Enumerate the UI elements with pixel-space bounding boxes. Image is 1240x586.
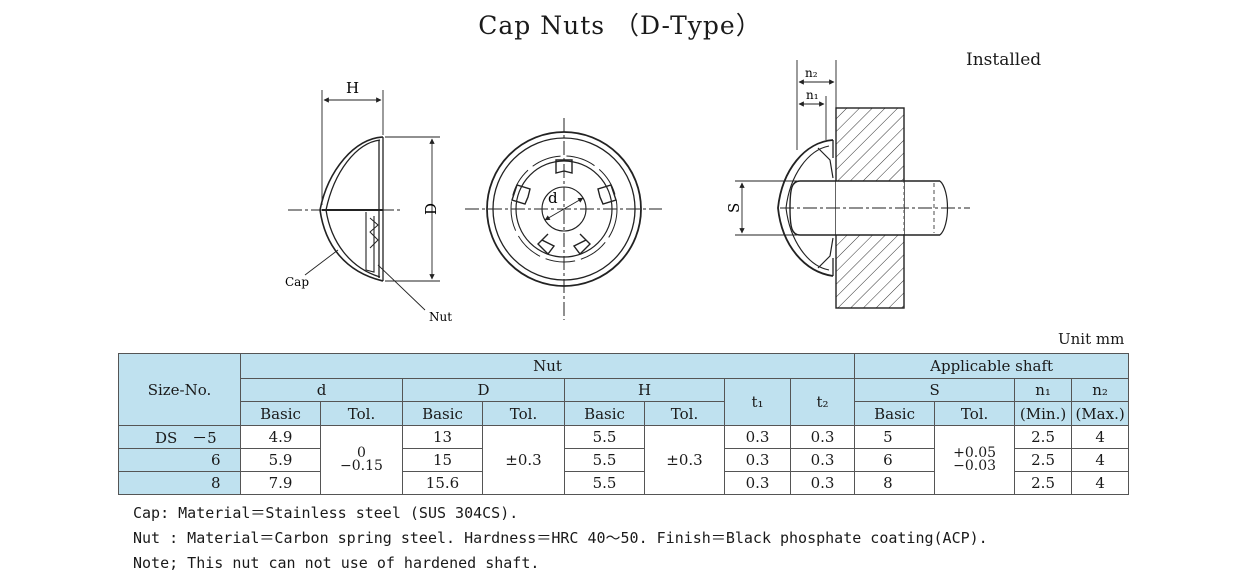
cell-S: 5 <box>854 425 936 449</box>
label-H: H <box>346 79 359 97</box>
cell-n2: 4 <box>1071 425 1130 449</box>
col-t1: t₁ <box>724 378 791 426</box>
cell-S: 8 <box>854 471 936 495</box>
size-no: 6 <box>118 448 241 472</box>
size-no: －5 <box>192 428 217 447</box>
label-n1: n₁ <box>806 88 819 102</box>
tol-D: Tol. <box>482 401 565 426</box>
side-view <box>288 90 440 311</box>
tol-D-value: ±0.3 <box>482 425 565 495</box>
cell-t2: 0.3 <box>789 448 856 472</box>
tol-d-value: 0−0.15 <box>320 425 403 495</box>
nut-header: Nut <box>239 353 856 379</box>
cell-H: 5.5 <box>564 471 645 495</box>
cell-d: 4.9 <box>240 425 321 449</box>
cell-d: 5.9 <box>240 448 321 472</box>
col-n2: n₂ <box>1071 378 1130 402</box>
cell-D: 13 <box>402 425 483 449</box>
unit-label: Unit mm <box>1058 330 1125 348</box>
col-S: S <box>854 378 1016 402</box>
note-nut: Nut : Material＝Carbon spring steel. Hard… <box>133 529 988 547</box>
cell-H: 5.5 <box>564 425 645 449</box>
tol-H: Tol. <box>644 401 725 426</box>
label-nut: Nut <box>429 310 452 324</box>
col-d: d <box>240 378 403 402</box>
col-t2: t₂ <box>789 378 856 426</box>
col-H: H <box>564 378 725 402</box>
cell-t1: 0.3 <box>724 448 791 472</box>
label-cap: Cap <box>285 275 309 289</box>
shaft-header: Applicable shaft <box>854 353 1130 379</box>
basic-S: Basic <box>854 401 936 426</box>
table-row: 8 7.9 15.6 5.5 0.3 0.3 8 2.5 4 <box>118 471 1130 495</box>
cell-n1: 2.5 <box>1014 448 1073 472</box>
cell-t1: 0.3 <box>724 425 791 449</box>
label-n2: n₂ <box>805 66 818 80</box>
tol-d: Tol. <box>320 401 403 426</box>
n1-min: (Min.) <box>1014 401 1073 426</box>
page-title: Cap Nuts （D-Type） <box>478 11 762 40</box>
installed-view <box>735 60 970 309</box>
installed-label: Installed <box>966 50 1042 70</box>
cell-H: 5.5 <box>564 448 645 472</box>
col-n1: n₁ <box>1014 378 1073 402</box>
cell-S: 6 <box>854 448 936 472</box>
cell-n1: 2.5 <box>1014 471 1073 495</box>
tol-H-value: ±0.3 <box>644 425 725 495</box>
table-row: DS －5 4.9 0−0.15 13 ±0.3 5.5 ±0.3 0.3 0.… <box>118 425 1130 495</box>
cell-t2: 0.3 <box>789 471 856 495</box>
size-no: 8 <box>118 471 241 495</box>
front-view <box>465 118 662 320</box>
label-D: D <box>422 203 440 215</box>
basic-d: Basic <box>240 401 321 426</box>
size-header: Size-No. <box>118 353 241 426</box>
cell-n1: 2.5 <box>1014 425 1073 449</box>
size-prefix: DS <box>155 428 178 447</box>
cell-d: 7.9 <box>240 471 321 495</box>
note-cap: Cap: Material＝Stainless steel (SUS 304CS… <box>133 504 519 522</box>
tol-S: Tol. <box>934 401 1016 426</box>
label-S: S <box>725 203 743 213</box>
cell-t1: 0.3 <box>724 471 791 495</box>
col-D: D <box>402 378 565 402</box>
basic-H: Basic <box>564 401 645 426</box>
cell-t2: 0.3 <box>789 425 856 449</box>
cell-n2: 4 <box>1071 471 1130 495</box>
label-d: d <box>548 189 558 207</box>
basic-D: Basic <box>402 401 483 426</box>
n2-max: (Max.) <box>1071 401 1130 426</box>
note-hardened: Note; This nut can not use of hardened s… <box>133 554 540 572</box>
cell-n2: 4 <box>1071 448 1130 472</box>
cell-D: 15 <box>402 448 483 472</box>
tol-S-value: +0.05−0.03 <box>934 425 1016 495</box>
technical-drawing: H D Cap Nut d <box>285 60 970 324</box>
notes: Cap: Material＝Stainless steel (SUS 304CS… <box>133 501 988 576</box>
spec-table: Size-No. Nut Applicable shaft d D H t₁ t… <box>118 353 1130 495</box>
cell-D: 15.6 <box>402 471 483 495</box>
